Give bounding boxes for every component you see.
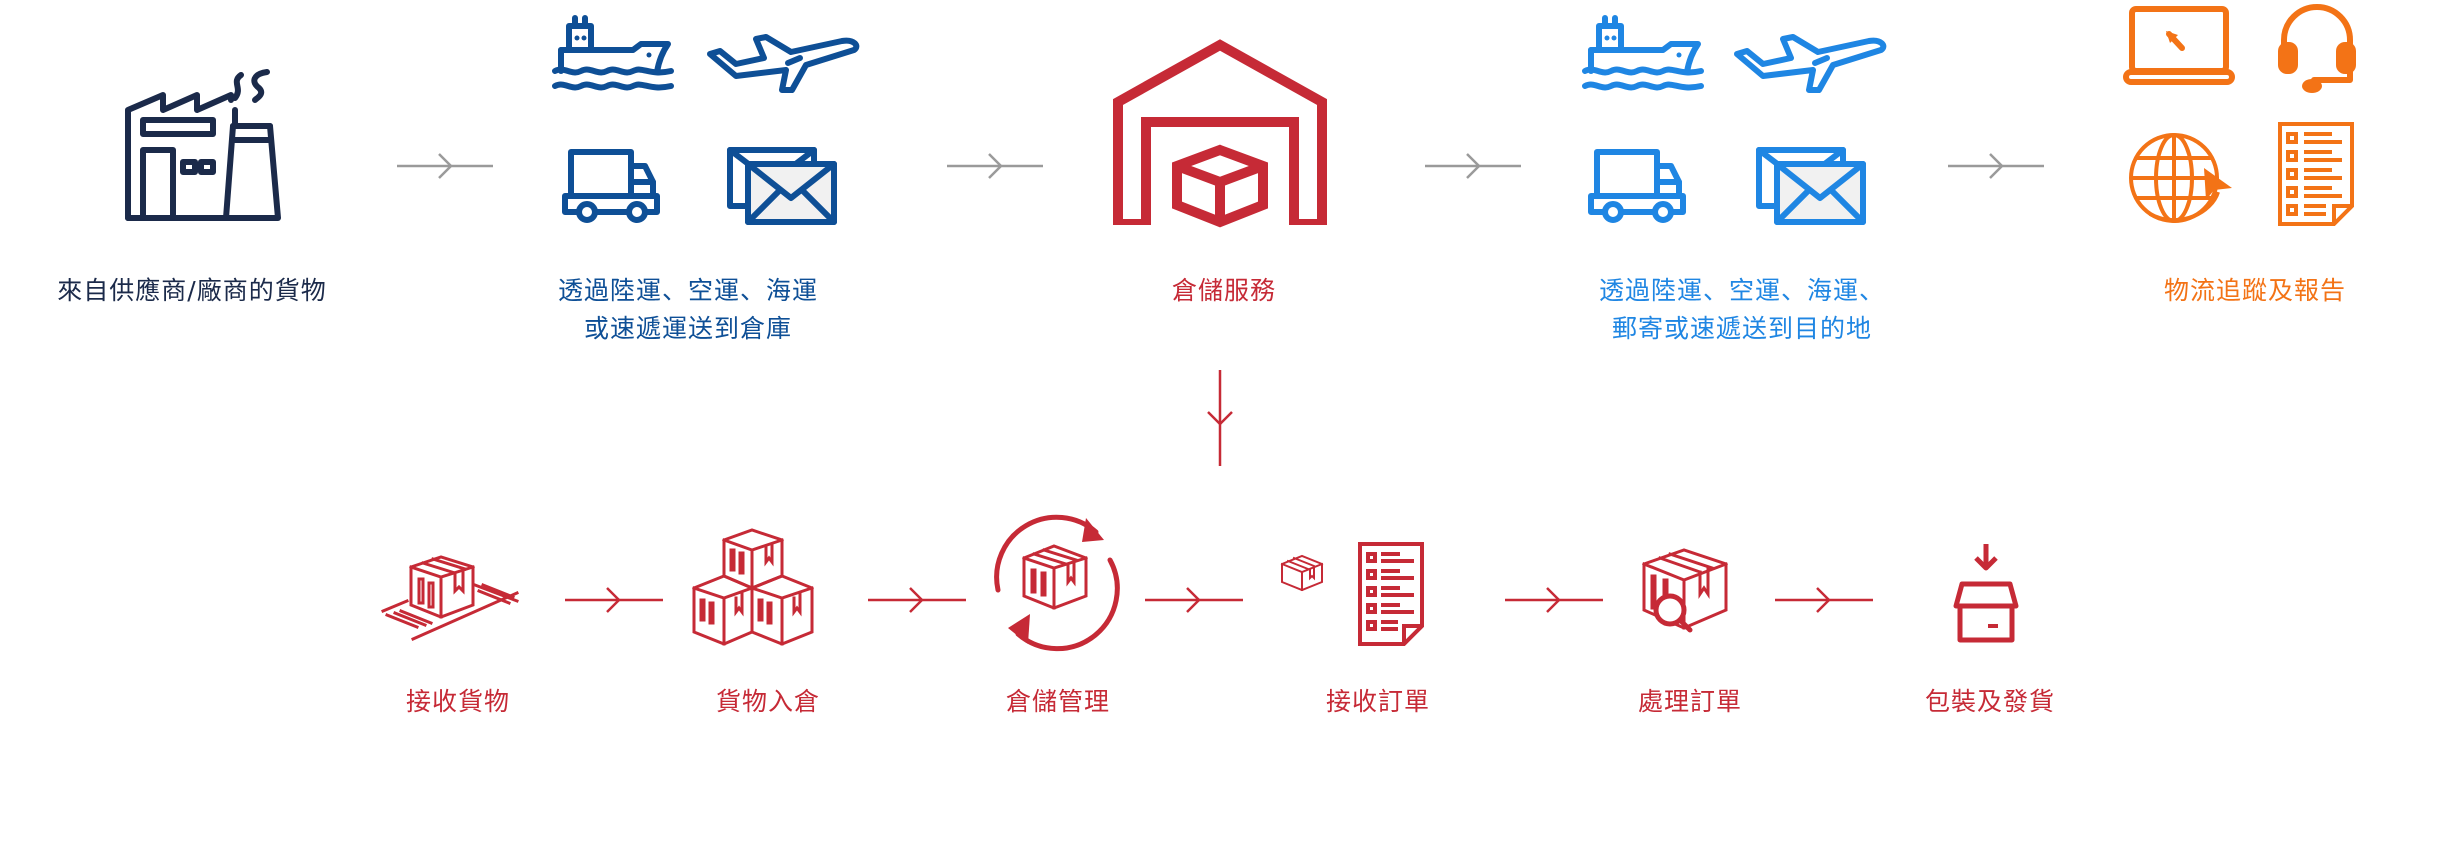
arrow-right-icon: [1505, 587, 1603, 613]
arrow-right-icon: [1775, 587, 1873, 613]
factory-icon: [125, 69, 281, 221]
plane-icon: [707, 34, 860, 93]
label-source: 來自供應商/廠商的貨物: [57, 276, 327, 305]
label-goods-in: 貨物入倉: [715, 687, 821, 716]
globe-icon: [2129, 133, 2232, 223]
warehouse-icon: [1113, 39, 1327, 228]
envelope-icon: [727, 147, 837, 225]
arrow-right-icon: [565, 587, 663, 613]
ship-icon: [552, 15, 674, 91]
stacked-boxes-icon: [692, 528, 814, 646]
cycle-box-icon: [994, 514, 1120, 652]
label-outbound-line2: 郵寄或速遞送到目的地: [1611, 314, 1873, 343]
open-box-icon: [1953, 544, 2019, 643]
arrow-right-icon: [1145, 587, 1243, 613]
order-list-icon: [1280, 542, 1424, 646]
arrow-right-icon: [868, 587, 966, 613]
envelope-icon: [1756, 147, 1866, 225]
arrow-right-icon: [1948, 153, 2044, 179]
arrow-right-icon: [397, 153, 493, 179]
label-storage-mgmt: 倉儲管理: [1005, 687, 1111, 716]
label-tracking: 物流追蹤及報告: [2163, 276, 2347, 305]
label-receive-goods: 接收貨物: [405, 687, 511, 716]
plane-icon: [1734, 34, 1887, 93]
report-icon: [2278, 122, 2354, 226]
label-outbound: 透過陸運、空運、海運、 郵寄或速遞送到目的地: [1599, 272, 1885, 348]
headset-icon: [2278, 4, 2356, 93]
arrow-right-icon: [1425, 153, 1521, 179]
label-pack-ship: 包裝及發貨: [1924, 687, 2056, 716]
label-inbound: 透過陸運、空運、海運 或速遞運送到倉庫: [558, 272, 818, 348]
ship-icon: [1582, 15, 1704, 91]
arrow-down-icon: [1207, 370, 1233, 466]
label-inbound-line1: 透過陸運、空運、海運: [557, 276, 819, 305]
conveyor-box-icon: [381, 555, 519, 641]
label-outbound-line1: 透過陸運、空運、海運、: [1598, 276, 1886, 305]
truck-icon: [1588, 149, 1686, 223]
arrow-right-icon: [947, 153, 1043, 179]
truck-icon: [562, 149, 660, 223]
label-receive-order: 接收訂單: [1325, 687, 1431, 716]
label-process-order: 處理訂單: [1637, 687, 1743, 716]
laptop-icon: [2123, 6, 2235, 85]
inspect-box-icon: [1642, 548, 1728, 633]
label-warehouse: 倉儲服務: [1171, 276, 1277, 305]
label-inbound-line2: 或速遞運送到倉庫: [583, 314, 793, 343]
